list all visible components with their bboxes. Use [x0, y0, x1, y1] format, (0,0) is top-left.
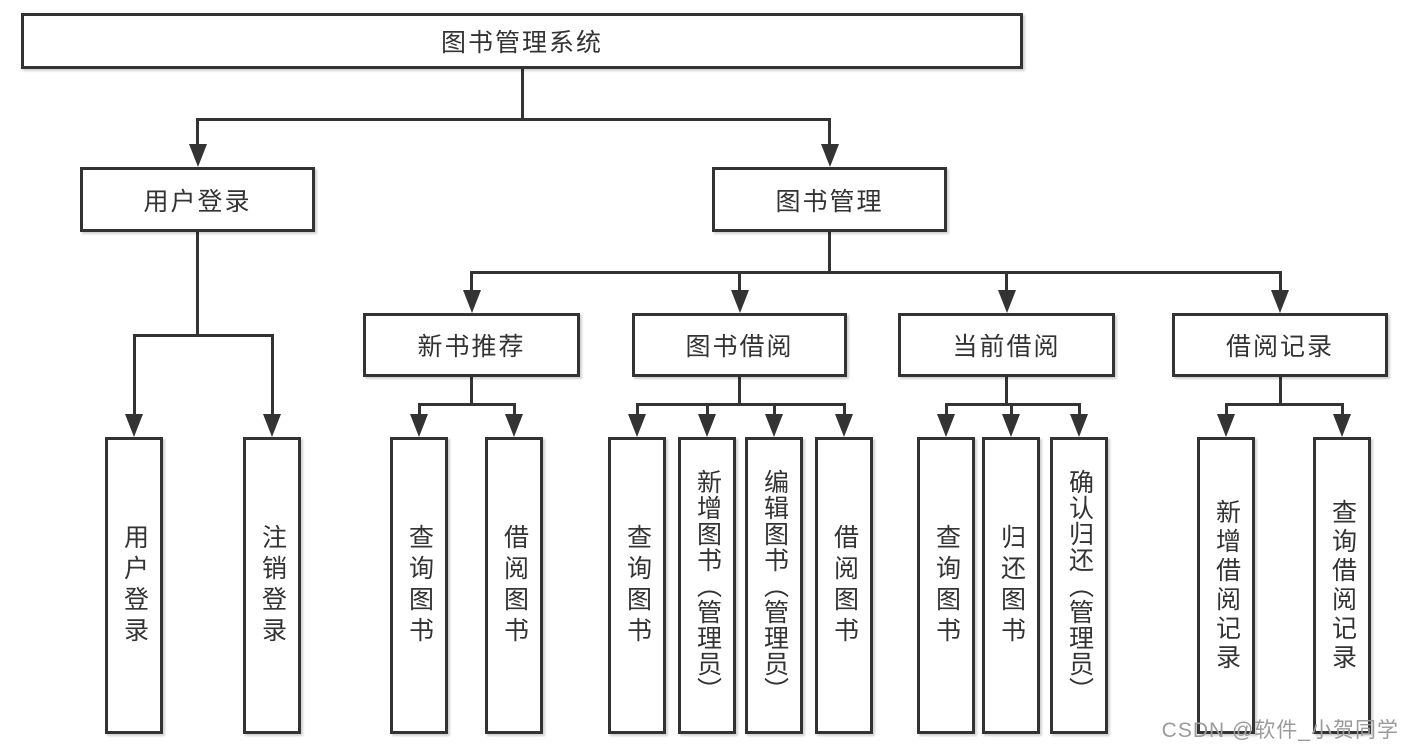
connector-line — [705, 403, 709, 416]
leaf-add-books-admin: 新增图书（管理员） — [678, 437, 736, 734]
connector-line — [520, 69, 524, 121]
connector-line — [196, 118, 831, 121]
connector-line — [417, 403, 421, 416]
connector-line — [1077, 403, 1081, 416]
connector-line — [1009, 403, 1013, 416]
arrow-down-icon — [462, 290, 481, 313]
connector-line — [470, 271, 473, 292]
arrow-down-icon — [1333, 414, 1351, 437]
arrow-down-icon — [997, 290, 1016, 313]
connector-line — [944, 403, 948, 416]
node-user-login: 用户登录 — [80, 167, 315, 232]
connector-line — [635, 403, 846, 406]
node-current-borrowing: 当前借阅 — [898, 313, 1115, 377]
leaf-borrow-books-recommend-label: 借阅图书 — [500, 523, 529, 648]
leaf-query-books-current: 查询图书 — [917, 437, 975, 734]
arrow-down-icon — [937, 414, 955, 437]
node-root: 图书管理系统 — [21, 13, 1023, 69]
connector-line — [417, 403, 516, 406]
connector-line — [270, 334, 274, 416]
connector-line — [1278, 271, 1282, 292]
connector-line — [470, 271, 1282, 274]
connector-line — [828, 232, 831, 274]
leaf-confirm-return-admin-label: 确认归还（管理员） — [1065, 468, 1094, 703]
connector-line — [1224, 403, 1344, 406]
connector-line — [842, 403, 846, 416]
node-new-book-recommendation: 新书推荐 — [363, 313, 580, 377]
leaf-query-borrow-record: 查询借阅记录 — [1313, 437, 1371, 734]
leaf-edit-books-admin: 编辑图书（管理员） — [745, 437, 803, 734]
leaf-query-books-current-label: 查询图书 — [932, 523, 961, 648]
connector-line — [470, 377, 473, 406]
arrow-down-icon — [188, 144, 207, 167]
arrow-down-icon — [1070, 414, 1088, 437]
leaf-user-login: 用户登录 — [105, 437, 163, 734]
leaf-confirm-return-admin: 确认归还（管理员） — [1050, 437, 1108, 734]
connector-line — [132, 334, 274, 337]
arrow-down-icon — [835, 414, 853, 437]
node-book-management: 图书管理 — [712, 167, 947, 232]
connector-line — [828, 118, 831, 146]
connector-line — [1005, 377, 1008, 406]
arrow-down-icon — [1271, 290, 1289, 313]
connector-line — [944, 403, 1081, 406]
leaf-logout: 注销登录 — [243, 437, 301, 734]
leaf-logout-label: 注销登录 — [258, 523, 287, 648]
connector-line — [1224, 403, 1228, 416]
connector-line — [1278, 377, 1282, 406]
connector-line — [196, 232, 199, 337]
leaf-add-borrow-record-label: 新增借阅记录 — [1212, 498, 1241, 673]
leaf-query-books-borrow: 查询图书 — [608, 437, 666, 734]
arrow-down-icon — [1002, 414, 1020, 437]
connector-line — [512, 403, 516, 416]
arrow-down-icon — [820, 144, 839, 167]
arrow-down-icon — [1217, 414, 1235, 437]
leaf-return-books: 归还图书 — [982, 437, 1040, 734]
leaf-query-books-recommend-label: 查询图书 — [405, 523, 434, 648]
leaf-query-borrow-record-label: 查询借阅记录 — [1328, 498, 1357, 673]
node-book-borrowing: 图书借阅 — [632, 313, 847, 377]
connector-line — [1005, 271, 1008, 292]
connector-line — [738, 377, 741, 406]
leaf-edit-books-admin-label: 编辑图书（管理员） — [760, 468, 789, 703]
arrow-down-icon — [410, 414, 428, 437]
leaf-borrow-books-recommend: 借阅图书 — [485, 437, 543, 734]
connector-line — [132, 334, 136, 416]
leaf-borrow-books-label: 借阅图书 — [830, 523, 859, 648]
leaf-query-books-borrow-label: 查询图书 — [623, 523, 652, 648]
connector-line — [196, 118, 199, 146]
node-borrowing-records: 借阅记录 — [1172, 313, 1388, 377]
leaf-borrow-books: 借阅图书 — [815, 437, 873, 734]
watermark: CSDN @软件_小贺同学 — [1161, 719, 1399, 742]
arrow-down-icon — [505, 414, 523, 437]
leaf-query-books-recommend: 查询图书 — [390, 437, 448, 734]
connector-line — [1340, 403, 1344, 416]
arrow-down-icon — [263, 414, 281, 437]
arrow-down-icon — [730, 290, 749, 313]
arrow-down-icon — [125, 414, 143, 437]
leaf-user-login-label: 用户登录 — [120, 523, 149, 648]
arrow-down-icon — [698, 414, 716, 437]
leaf-add-borrow-record: 新增借阅记录 — [1197, 437, 1255, 734]
connector-line — [635, 403, 639, 416]
connector-line — [738, 271, 741, 292]
leaf-return-books-label: 归还图书 — [997, 523, 1026, 648]
arrow-down-icon — [628, 414, 646, 437]
leaf-add-books-admin-label: 新增图书（管理员） — [693, 468, 722, 703]
connector-line — [772, 403, 776, 416]
arrow-down-icon — [765, 414, 783, 437]
